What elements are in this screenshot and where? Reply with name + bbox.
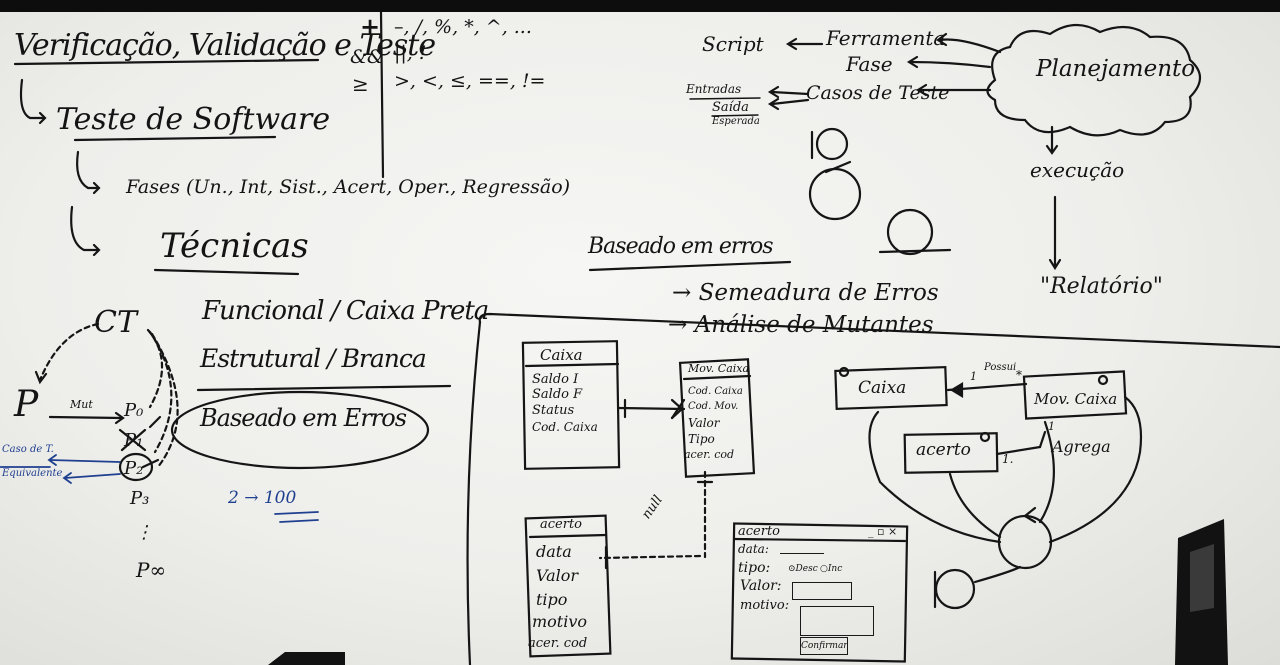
form-confirmar-button[interactable]: Confirmar: [800, 637, 848, 655]
caso-de-teste-label: Caso de T.: [2, 444, 54, 455]
class-acerto-attr: motivo: [532, 612, 588, 631]
class-acerto-attr: data: [536, 542, 572, 561]
op-arith: –, /, %, *, ^, ...: [394, 16, 532, 38]
robust-agrega: Agrega: [1052, 437, 1111, 456]
class-movcaixa-name: Mov. Caixa: [688, 362, 750, 375]
class-acerto-attr: tipo: [536, 590, 568, 609]
fase-label: Fase: [846, 52, 893, 76]
robust-caixa: Caixa: [858, 378, 907, 398]
class-caixa-attr: Saldo I: [532, 372, 579, 387]
class-caixa-name: Caixa: [540, 346, 583, 364]
class-caixa-attr: Saldo F: [532, 387, 583, 402]
op-relational: >, <, ≤, ==, !=: [394, 70, 546, 92]
radio-desc-label: Desc: [795, 564, 818, 574]
mutant-pinf: P∞: [136, 558, 167, 582]
title-verificacao: Verificação, Validação e Teste: [14, 28, 436, 63]
esperada-label: Esperada: [712, 116, 760, 127]
class-movcaixa-attr: Cod. Caixa: [688, 386, 743, 397]
teste-de-software: Teste de Software: [56, 102, 331, 137]
relatorio-label: "Relatório": [1040, 274, 1163, 299]
robust-acerto: acerto: [916, 440, 971, 460]
class-acerto-name: acerto: [540, 517, 582, 532]
mutant-p3: P₃: [130, 488, 150, 509]
dots: ⋮: [135, 522, 153, 543]
casos-de-teste-label: Casos de Teste: [806, 82, 950, 104]
ct-label: CT: [94, 305, 137, 340]
form-tipo-label: tipo:: [738, 560, 771, 576]
class-movcaixa-attr: acer. cod: [684, 448, 735, 461]
execucao-label: execução: [1030, 158, 1125, 182]
tecnicas-heading: Técnicas: [160, 226, 309, 266]
form-radio-desc[interactable]: ⊙Desc: [788, 564, 818, 574]
form-motivo-input[interactable]: [800, 606, 874, 636]
form-data-label: data:: [738, 542, 769, 556]
form-window-controls[interactable]: _ ▫ ×: [868, 525, 898, 538]
class-caixa-attr: Cod. Caixa: [532, 420, 598, 434]
class-acerto-attr: Valor: [536, 566, 579, 585]
planejamento-label: Planejamento: [1036, 56, 1196, 82]
program-p: P: [14, 384, 39, 425]
form-data-input[interactable]: [780, 553, 824, 554]
op-logic: ||, !: [394, 42, 427, 64]
radio-icon: ⊙: [788, 564, 796, 574]
mutant-p0: P₀: [124, 400, 144, 421]
mutant-p2: P₂: [124, 458, 144, 479]
funcional-caixa-preta: Funcional / Caixa Preta: [202, 296, 489, 326]
equivalente-label: Equivalente: [2, 468, 63, 479]
mutant-p1: P₁: [124, 430, 144, 451]
form-radio-inc[interactable]: ○Inc: [820, 564, 842, 574]
class-caixa-attr: Status: [532, 403, 575, 418]
analise-de-mutantes: → Análise de Mutantes: [668, 312, 934, 338]
entradas-label: Entradas: [686, 82, 742, 96]
form-valor-input[interactable]: [792, 582, 852, 600]
ferramenta-label: Ferramenta: [826, 26, 946, 50]
form-valor-label: Valor:: [740, 578, 782, 594]
class-movcaixa-attr: Cod. Mov.: [688, 401, 739, 412]
radio-icon: ○: [820, 564, 828, 574]
class-movcaixa-attr: Tipo: [688, 432, 715, 446]
robust-movcaixa: Mov. Caixa: [1034, 390, 1118, 408]
mult-star: *: [1016, 368, 1022, 382]
mult-1c: 1: [1048, 420, 1055, 433]
form-motivo-label: motivo:: [740, 598, 790, 613]
mult-1b: 1.: [1002, 452, 1014, 466]
class-movcaixa-attr: Valor: [688, 416, 720, 430]
saida-label: Saída: [712, 100, 749, 115]
fases-list: Fases (Un., Int, Sist., Acert, Oper., Re…: [126, 176, 571, 198]
baseado-em-erros-mid: Baseado em erros: [588, 234, 773, 259]
baseado-em-erros-left: Baseado em Erros: [200, 404, 407, 432]
mult-possui: Possui: [984, 362, 1017, 373]
form-title: acerto: [738, 524, 780, 539]
semeadura-de-erros: → Semeadura de Erros: [672, 280, 939, 306]
op-and: &&: [350, 46, 384, 68]
mut-label: Mut: [70, 398, 93, 411]
op-plus: +: [360, 12, 381, 41]
op-ge: ≥: [352, 72, 369, 96]
estrutural-branca: Estrutural / Branca: [200, 344, 427, 373]
whiteboard: Verificação, Validação e Teste Teste de …: [0, 12, 1280, 665]
range-label: 2 → 100: [228, 488, 297, 508]
ink-strokes: [0, 12, 1280, 665]
class-acerto-attr: acer. cod: [528, 636, 588, 651]
script-label: Script: [702, 32, 764, 56]
mult-1: 1: [970, 370, 977, 383]
radio-inc-label: Inc: [827, 564, 843, 574]
